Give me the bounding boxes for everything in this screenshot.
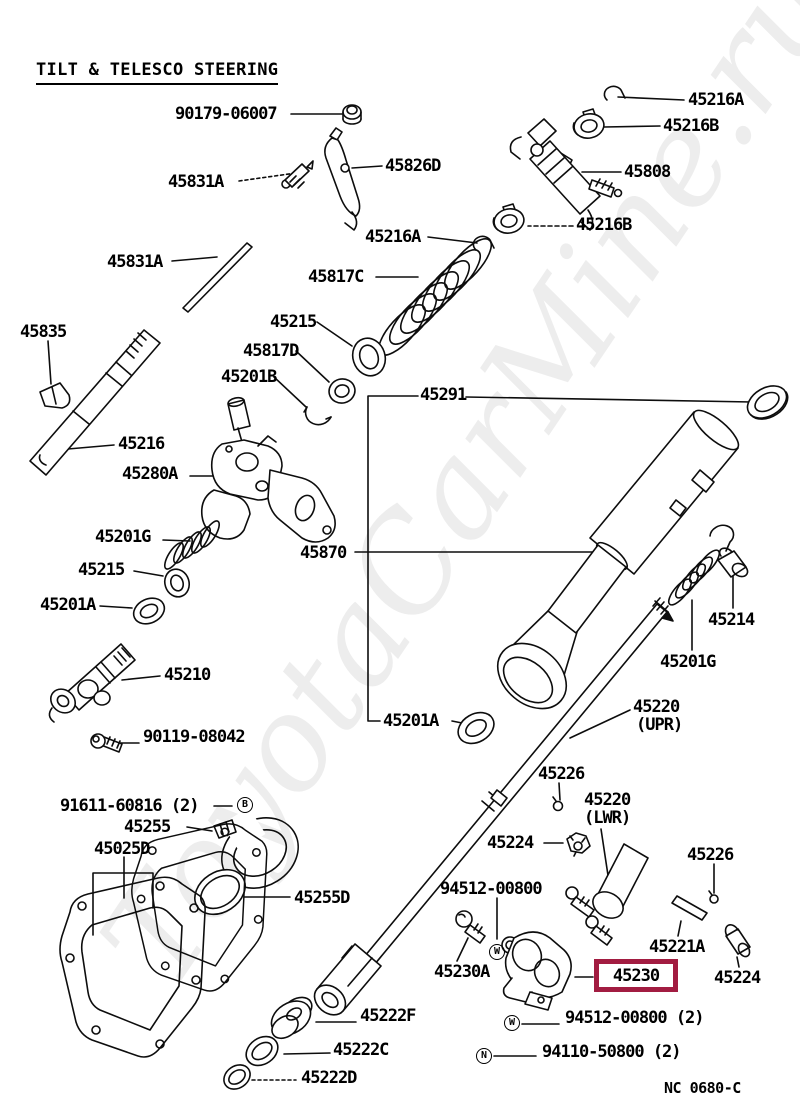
nut-90179 (342, 104, 362, 125)
wedge-45835 (39, 382, 71, 409)
part-label-45214[interactable]: 45214 (708, 610, 755, 630)
snap-ring-45201b (303, 406, 332, 426)
highlighted-part-45230[interactable]: 45230 (594, 959, 678, 992)
part-label-45220-lwr[interactable]: 45220 (584, 790, 631, 810)
spring-45201g-right (667, 549, 721, 606)
lever-45826d (324, 127, 361, 231)
bolt-45831a-upper (281, 160, 314, 189)
bush-45224-right (724, 924, 751, 958)
part-label-45215-1[interactable]: 45215 (270, 312, 317, 332)
gasket-plates-45025d (59, 823, 268, 1058)
part-label-45201a-1[interactable]: 45201A (40, 595, 96, 615)
part-label-45222c[interactable]: 45222C (333, 1040, 389, 1060)
lower-yoke-45220-lwr (565, 843, 649, 946)
ring-45222c (245, 1035, 279, 1067)
callout-badge-w-1: W (489, 944, 505, 960)
spring-45201g-left (163, 520, 221, 570)
ring-45201a-column (457, 711, 495, 745)
part-label-45230a[interactable]: 45230A (434, 962, 490, 982)
part-label-45222f[interactable]: 45222F (360, 1006, 416, 1026)
drawing-code: NC 0680-C (664, 1079, 741, 1097)
part-label-45025d[interactable]: 45025D (94, 839, 150, 859)
part-label-45221a[interactable]: 45221A (649, 937, 705, 957)
part-label-45817d[interactable]: 45817D (243, 341, 299, 361)
o-ring-45255d (194, 868, 246, 916)
bolt-90119 (90, 733, 123, 753)
main-shaft-45216 (29, 329, 161, 476)
callout-badge-w-2: W (504, 1015, 520, 1031)
lower-shaft-45220 (313, 597, 674, 1016)
part-label-45835[interactable]: 45835 (20, 322, 67, 342)
part-label-45255d[interactable]: 45255D (294, 888, 350, 908)
pump-assy-45230 (501, 931, 572, 1011)
part-label-45216a-1[interactable]: 45216A (688, 90, 744, 110)
u-joint-45210 (48, 643, 136, 723)
part-label-45222d[interactable]: 45222D (301, 1068, 357, 1088)
part-label-45201b[interactable]: 45201B (221, 367, 277, 387)
leader-lines (47, 96, 753, 1081)
bolt-45230a (455, 910, 486, 944)
column-tube-45291 (496, 409, 740, 710)
highlighted-part-label: 45230 (612, 965, 660, 986)
part-label-45201g-1[interactable]: 45201G (95, 527, 151, 547)
clip-45216a-upper (603, 85, 626, 101)
ring-45215-lower (163, 568, 191, 598)
part-label-45201a-2[interactable]: 45201A (383, 711, 439, 731)
bracket-assy-45280a (200, 396, 336, 543)
ring-45222d (223, 1064, 251, 1090)
part-label-45808[interactable]: 45808 (624, 162, 671, 182)
part-label-45870[interactable]: 45870 (300, 543, 347, 563)
callout-badge-n: N (476, 1048, 492, 1064)
part-label-94512-00800-2[interactable]: 94512-00800 (2) (565, 1008, 705, 1028)
part-label-45826d[interactable]: 45826D (385, 156, 441, 176)
part-label-45226-2[interactable]: 45226 (687, 845, 734, 865)
part-label-45291[interactable]: 45291 (420, 385, 467, 405)
part-label-90119-08042[interactable]: 90119-08042 (143, 727, 246, 747)
part-label-45210[interactable]: 45210 (164, 665, 211, 685)
rod-45831a-lower (182, 242, 253, 313)
part-label-45224-1[interactable]: 45224 (487, 833, 534, 853)
washer-45817d (328, 378, 356, 404)
part-label-94110-50800[interactable]: 94110-50800 (2) (542, 1042, 682, 1062)
callout-badge-b: B (237, 797, 253, 813)
part-label-lwr-suffix: (LWR) (584, 808, 631, 828)
part-label-94512-00800[interactable]: 94512-00800 (440, 879, 543, 899)
part-label-45280a[interactable]: 45280A (122, 464, 178, 484)
part-label-90179-06007[interactable]: 90179-06007 (175, 104, 278, 124)
ball-45226-left (552, 796, 564, 812)
part-label-45216b-1[interactable]: 45216B (663, 116, 719, 136)
tilt-lever-assy-45808 (509, 118, 623, 231)
ring-45291-end (746, 385, 789, 420)
part-label-45201g-2[interactable]: 45201G (660, 652, 716, 672)
ring-45216b-lower (492, 203, 525, 234)
part-label-upr-suffix: (UPR) (636, 715, 683, 735)
part-label-45831a-1[interactable]: 45831A (168, 172, 224, 192)
part-label-45215-2[interactable]: 45215 (78, 560, 125, 580)
ring-45216b-upper (572, 108, 605, 139)
part-label-45255[interactable]: 45255 (124, 817, 171, 837)
spring-45817c (378, 238, 492, 356)
pin-45221a (671, 895, 708, 921)
ring-45201a-left (132, 597, 166, 625)
part-label-45226-1[interactable]: 45226 (538, 764, 585, 784)
page-title: TILT & TELESCO STEERING (36, 62, 279, 85)
ring-45215-upper (351, 337, 387, 377)
part-label-45224-2[interactable]: 45224 (714, 968, 761, 988)
part-label-91611-60816[interactable]: 91611-60816 (2) (60, 796, 200, 816)
grommet-45222f (270, 996, 313, 1040)
part-label-45817c[interactable]: 45817C (308, 267, 364, 287)
part-label-45220-upr[interactable]: 45220 (633, 697, 680, 717)
part-label-45216[interactable]: 45216 (118, 434, 165, 454)
clip-45214 (709, 524, 749, 578)
part-label-45216b-2[interactable]: 45216B (576, 215, 632, 235)
ball-45226-right (708, 890, 719, 904)
part-label-45216a-2[interactable]: 45216A (365, 227, 421, 247)
nut-45224-left (566, 832, 591, 857)
part-label-45831a-2[interactable]: 45831A (107, 252, 163, 272)
